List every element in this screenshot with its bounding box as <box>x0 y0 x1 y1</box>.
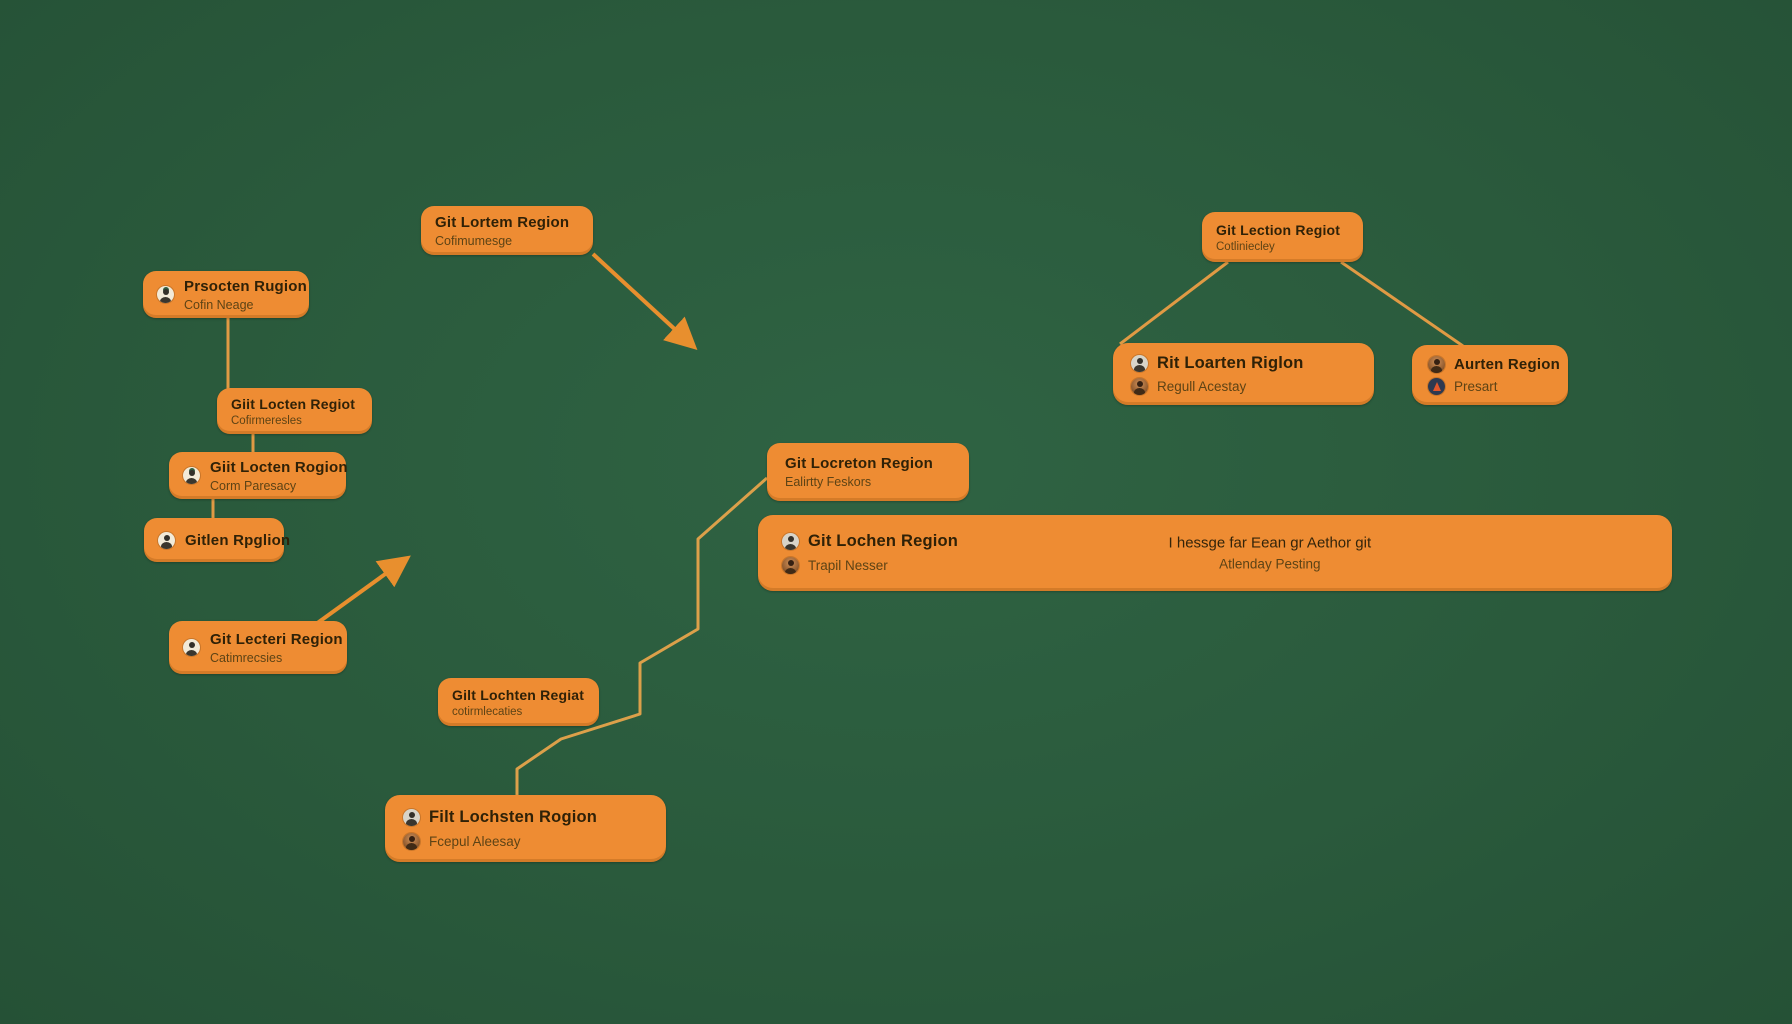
node-title: Aurten Region <box>1454 355 1560 373</box>
node-title: Filt Lochsten Rogion <box>429 807 598 826</box>
connector-line <box>1340 260 1464 348</box>
node-loarten-riglon[interactable]: Rit Loarten Riglon Regull Acestay <box>1113 343 1374 405</box>
zigzag-connector <box>515 476 768 795</box>
node-title: Git Lortem Region <box>435 213 570 231</box>
node-subtitle: Cotliniecley <box>1216 240 1275 253</box>
node-subtitle: Cofirmeresles <box>231 414 302 427</box>
node-subtitle: Corm Paresacy <box>210 478 297 493</box>
node-lortem-region[interactable]: Git Lortem Region Cofimumesge <box>421 206 593 255</box>
node-aurten-region[interactable]: Aurten Region Presart <box>1412 345 1568 405</box>
node-lochen-region-wide[interactable]: Git Lochen Region Trapil Nesser I hessge… <box>758 515 1672 591</box>
node-title: Giit Locten Rogion <box>210 458 348 476</box>
node-subtitle: Regull Acestay <box>1157 378 1247 394</box>
node-title: Git Locreton Region <box>785 455 933 472</box>
arrow-connector-up-right <box>303 555 411 634</box>
node-locreton-region[interactable]: Git Locreton Region Ealirtty Feskors <box>767 443 969 501</box>
node-lection-regiot[interactable]: Git Lection Regiot Cotliniecley <box>1202 212 1363 262</box>
node-lecteri-region[interactable]: Git Lecteri Region Catimrecsies <box>169 621 347 674</box>
user-avatar-icon <box>782 557 799 574</box>
node-subtitle: Cofimumesge <box>435 233 513 248</box>
user-avatar-icon <box>183 467 200 484</box>
node-title: Giit Locten Regiot <box>231 395 356 412</box>
user-avatar-icon <box>403 832 420 850</box>
node-title: Prsocten Rugion <box>184 277 308 295</box>
user-avatar-icon <box>403 808 420 826</box>
user-avatar-icon <box>782 533 799 550</box>
node-title: Git Lochen Region <box>808 532 959 550</box>
user-avatar-icon <box>1428 355 1445 373</box>
node-prsocten-rugion[interactable]: Prsocten Rugion Cofin Neage <box>143 271 309 318</box>
node-title: Git Lection Regiot <box>1216 221 1341 238</box>
user-avatar-icon <box>158 531 175 549</box>
node-subtitle: Presart <box>1454 378 1498 394</box>
node-gitlen-rpglion[interactable]: Gitlen Rpglion <box>144 518 291 562</box>
node-title: Gilt Lochten Regiat <box>452 686 585 703</box>
user-avatar-icon <box>183 639 200 656</box>
node-title: Git Lecteri Region <box>210 630 343 648</box>
connector-line <box>1119 260 1229 346</box>
node-locten-regiot[interactable]: Giit Locten Regiot Cofirmeresles <box>217 388 372 434</box>
message-line: I hessge far Eean gr Aethor git <box>1168 534 1372 552</box>
user-avatar-icon <box>1131 354 1148 372</box>
user-avatar-icon <box>157 286 174 303</box>
node-subtitle: Catimrecsies <box>210 650 283 665</box>
node-locten-rogion[interactable]: Giit Locten Rogion Corm Paresacy <box>169 452 348 499</box>
message-subline: Atlenday Pesting <box>1219 556 1321 572</box>
node-subtitle: Ealirtty Feskors <box>785 475 872 489</box>
commit-message-block: I hessge far Eean gr Aethor git Atlenday… <box>1169 535 1372 572</box>
node-subtitle: Cofin Neage <box>184 297 254 312</box>
arrow-connector-down-right <box>591 252 698 351</box>
node-lochten-regiat[interactable]: Gilt Lochten Regiat cotirmlecaties <box>438 678 599 726</box>
node-title: Gitlen Rpglion <box>185 531 291 549</box>
flame-avatar-icon <box>1428 377 1445 395</box>
node-lochsten-rogion[interactable]: Filt Lochsten Rogion Fcepul Aleesay <box>385 795 666 862</box>
node-subtitle: cotirmlecaties <box>452 705 523 718</box>
user-avatar-icon <box>1131 377 1148 395</box>
node-title: Rit Loarten Riglon <box>1157 353 1304 372</box>
node-subtitle: Trapil Nesser <box>808 558 888 573</box>
node-subtitle: Fcepul Aleesay <box>429 833 521 849</box>
